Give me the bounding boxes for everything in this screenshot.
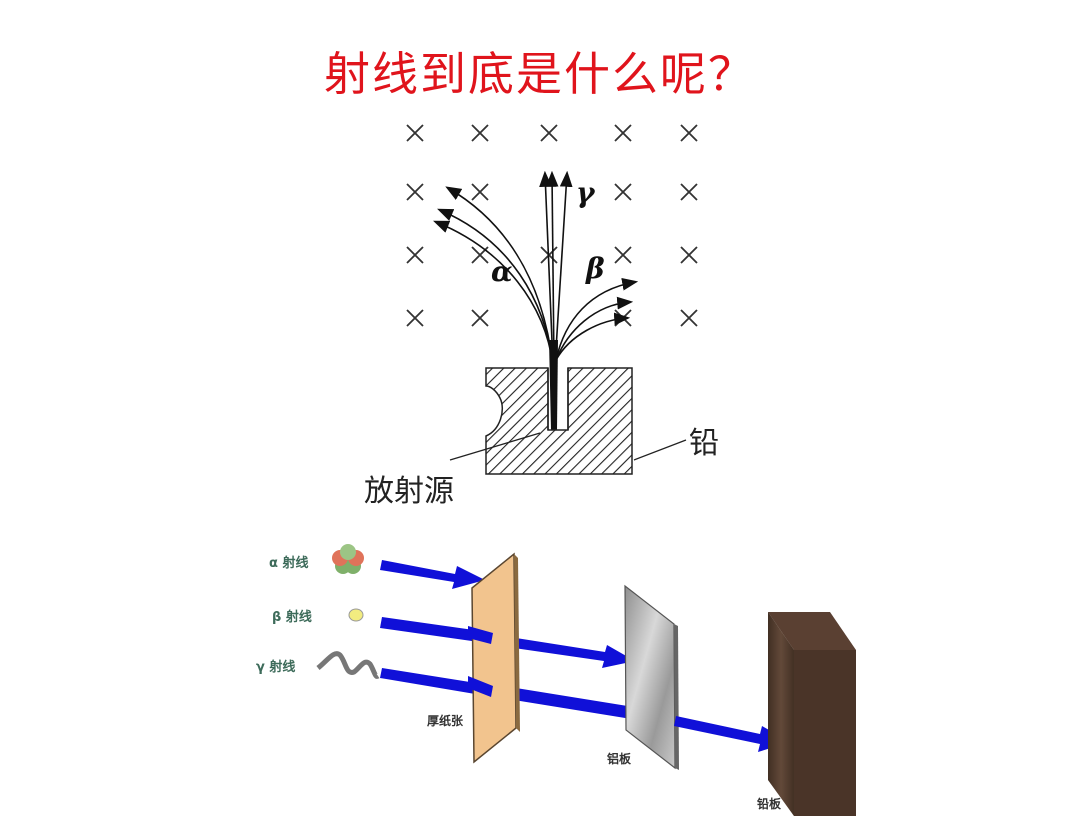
alpha-particle-icon bbox=[332, 544, 364, 574]
gamma-label: γ bbox=[576, 176, 595, 209]
lead-label: 铅 bbox=[689, 426, 719, 461]
lead-plate-label: 铅板 bbox=[757, 797, 782, 811]
page-title: 射线到底是什么呢？ bbox=[324, 47, 756, 101]
beta-ray-label: β 射线 bbox=[272, 610, 312, 625]
aluminum-plate bbox=[624, 584, 676, 770]
aluminum-plate-label: 铝板 bbox=[607, 752, 632, 766]
beta-label: β bbox=[586, 252, 605, 285]
alpha-ray-label: α 射线 bbox=[269, 556, 309, 571]
gamma-wave-icon bbox=[316, 651, 380, 679]
alpha-label: α bbox=[491, 255, 513, 288]
lead-plate bbox=[768, 612, 856, 650]
source-label: 放射源 bbox=[364, 474, 454, 509]
beta-particle-icon bbox=[348, 608, 364, 622]
field-crosses bbox=[406, 124, 698, 327]
paper-plate bbox=[471, 552, 517, 764]
lead-block bbox=[485, 367, 633, 475]
paper-plate-label: 厚纸张 bbox=[427, 714, 464, 728]
ray-trajectories bbox=[433, 170, 639, 366]
ray-arrows bbox=[380, 560, 652, 722]
gamma-ray-label: γ 射线 bbox=[256, 660, 296, 675]
